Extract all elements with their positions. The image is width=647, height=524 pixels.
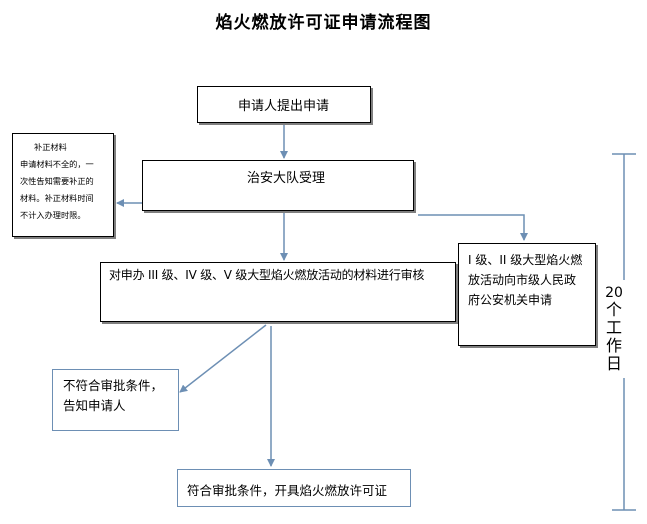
timeframe-number: 20 xyxy=(605,285,623,301)
timeframe-char: 工 xyxy=(605,318,622,337)
step-approve-box: 符合审批条件，开具焰火燃放许可证 xyxy=(177,469,411,507)
reject-line: 告知申请人 xyxy=(63,398,126,413)
step-provincial-box: I 级、II 级大型焰火燃 放活动向市级人民政 府公安机关申请 xyxy=(458,243,596,346)
arrow-accept-to-provincial xyxy=(418,214,528,241)
timeframe-char: 日 xyxy=(605,354,622,373)
supplement-line: 材料。补正材料时间 xyxy=(20,193,94,203)
step-accept-label: 治安大队受理 xyxy=(247,171,326,186)
step-accept-box: 治安大队受理 xyxy=(142,160,414,211)
step-review-box: 对申办 III 级、IV 级、V 级大型焰火燃放活动的材料进行审核 xyxy=(100,262,456,322)
page-title: 焰火燃放许可证申请流程图 xyxy=(215,13,432,33)
step-supplement-box: 补正材料 申请材料不全的，一 次性告知需要补正的 材料。补正材料时间 不计入办理… xyxy=(12,133,114,237)
reject-line: 不符合审批条件， xyxy=(63,378,164,393)
supplement-line: 申请材料不全的，一 xyxy=(20,159,94,169)
timeframe-char: 个 xyxy=(605,300,622,319)
provincial-line: I 级、II 级大型焰火燃 xyxy=(468,253,583,267)
timeframe-bracket xyxy=(612,153,636,511)
step-apply-box: 申请人提出申请 xyxy=(197,86,371,123)
provincial-line: 府公安机关申请 xyxy=(468,293,553,307)
step-reject-box: 不符合审批条件， 告知申请人 xyxy=(52,369,179,431)
step-approve-label: 符合审批条件，开具焰火燃放许可证 xyxy=(187,483,388,498)
arrow-review-to-reject xyxy=(179,324,267,393)
step-review-label: 对申办 III 级、IV 级、V 级大型焰火燃放活动的材料进行审核 xyxy=(109,268,425,282)
supplement-line: 次性告知需要补正的 xyxy=(20,176,94,186)
provincial-line: 放活动向市级人民政 xyxy=(468,273,577,287)
supplement-line: 不计入办理时限。 xyxy=(20,210,86,220)
timeframe-label: 20 个 工 作 日 xyxy=(603,285,625,373)
supplement-heading: 补正材料 xyxy=(34,142,67,152)
step-apply-label: 申请人提出申请 xyxy=(238,99,330,114)
timeframe-char: 作 xyxy=(605,336,622,355)
